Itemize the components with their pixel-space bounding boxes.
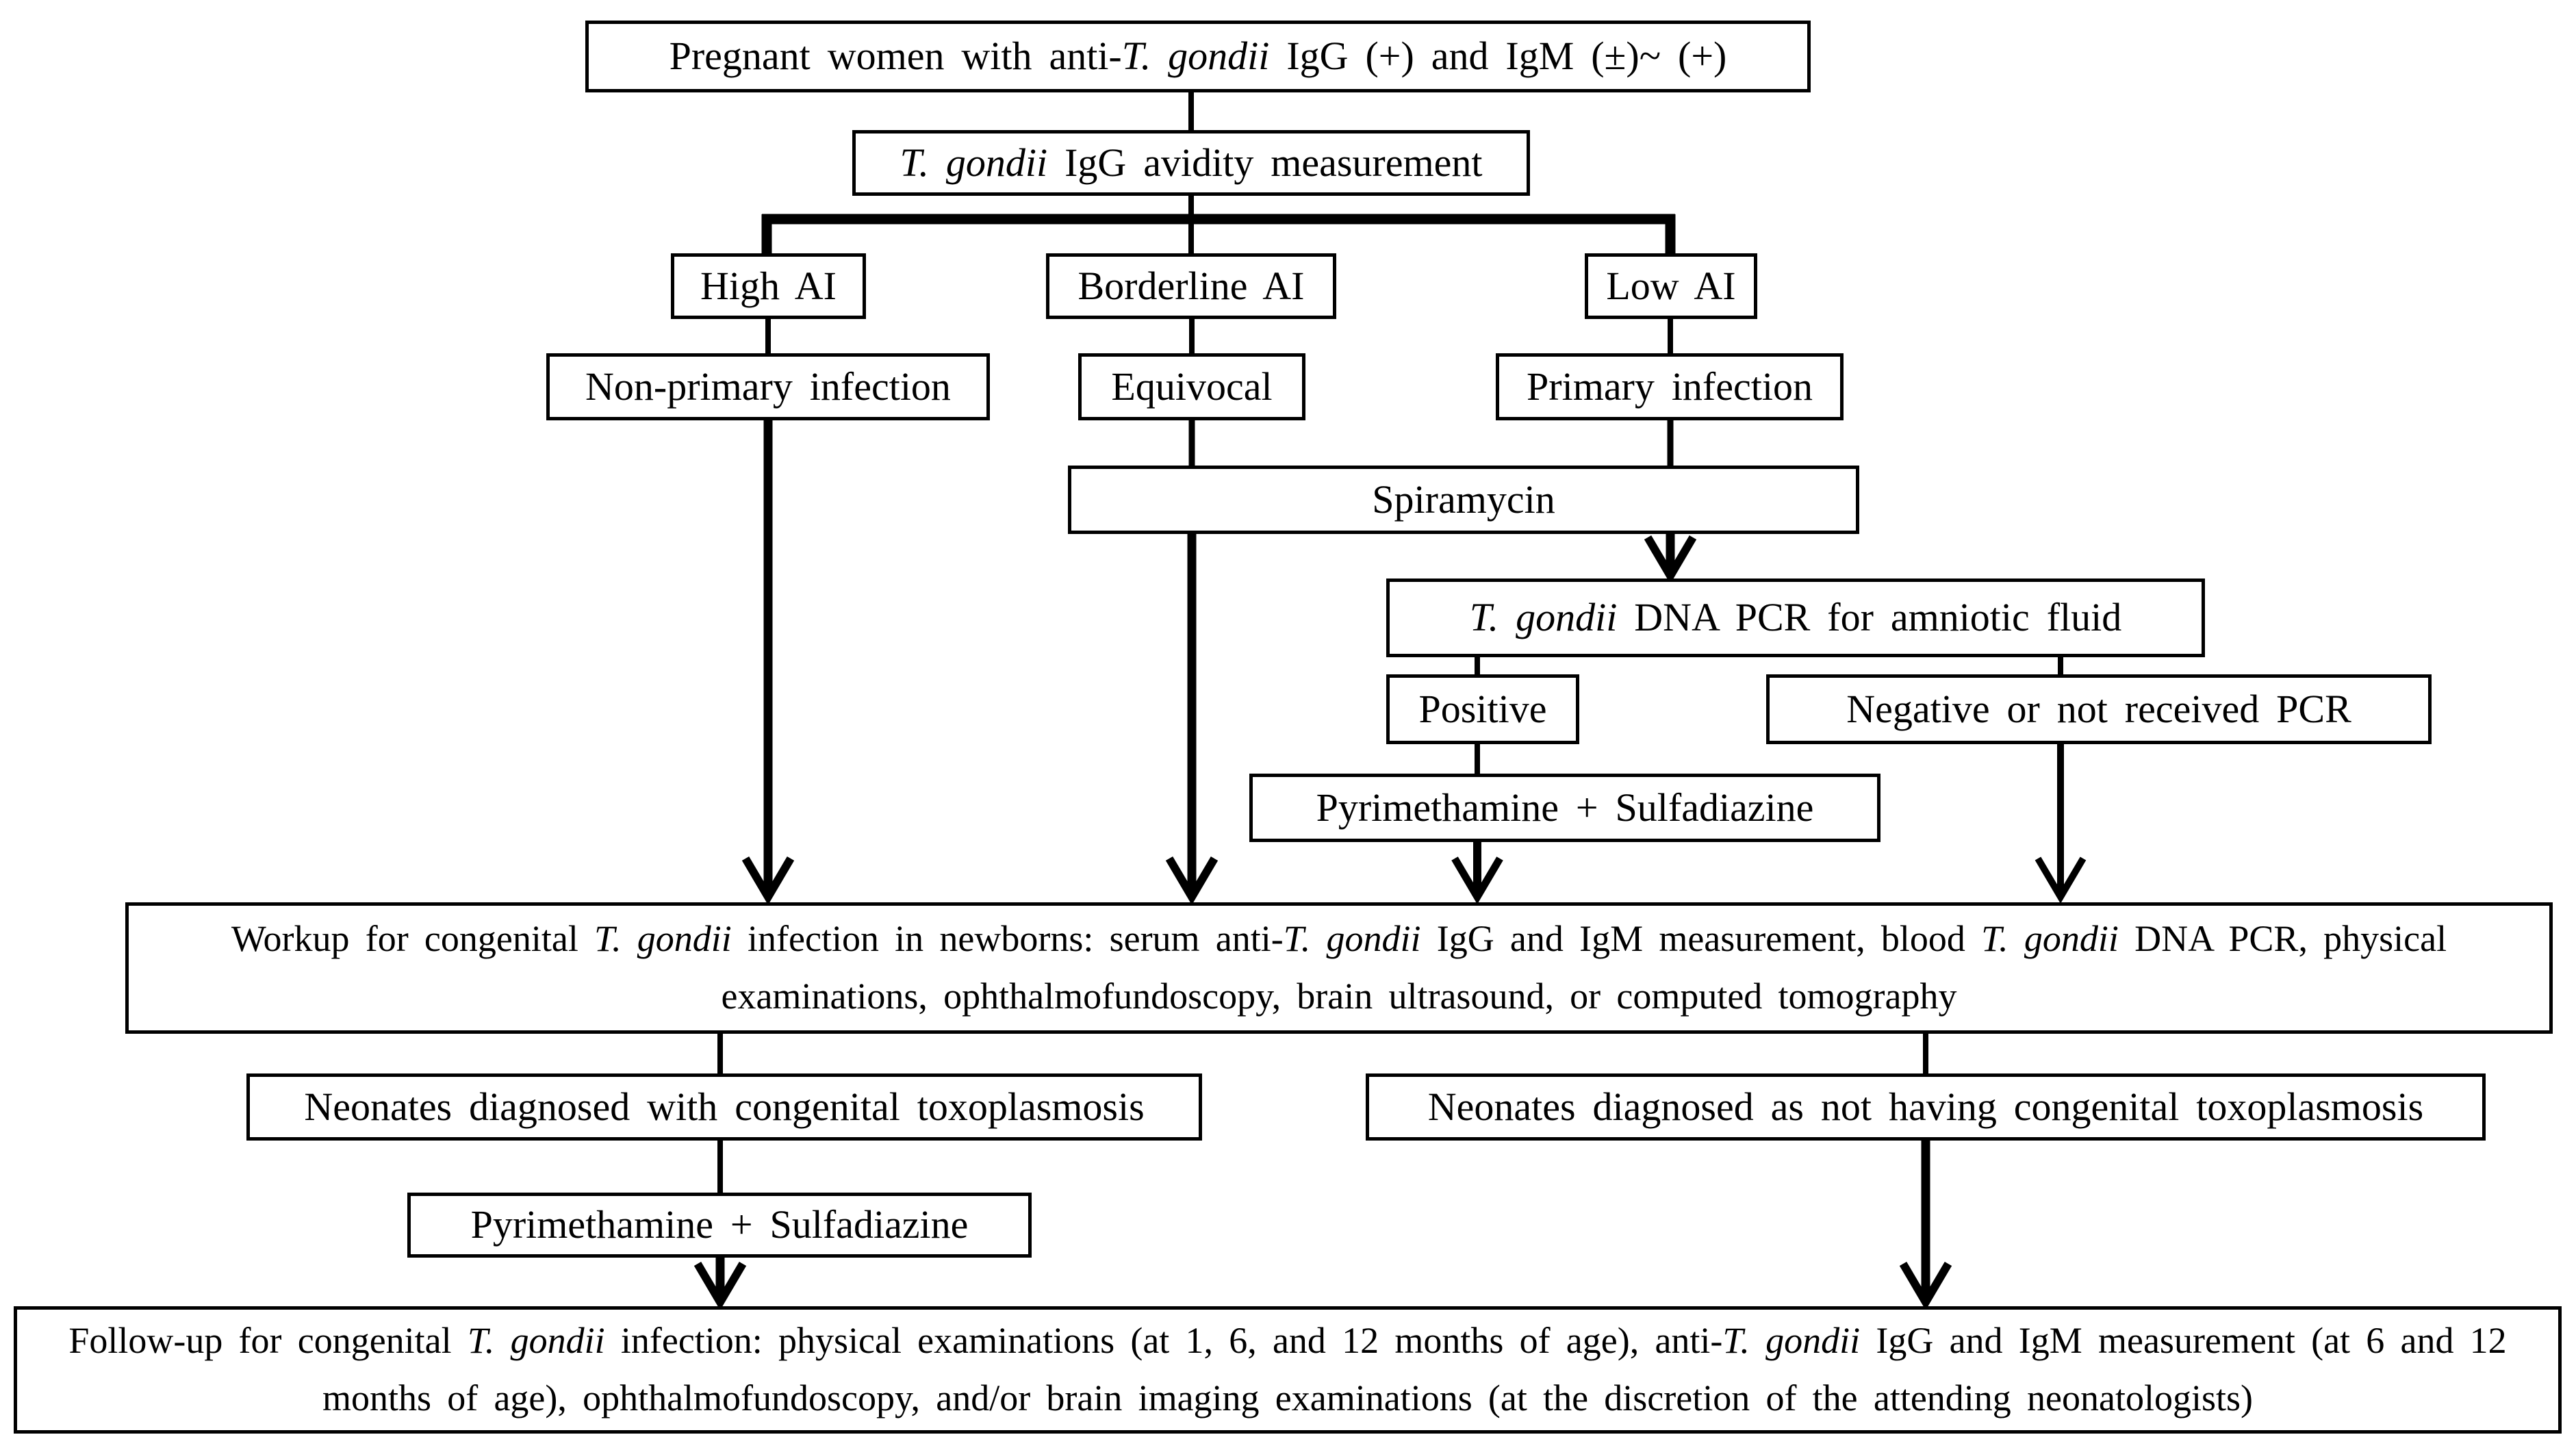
node-primary-infection: Primary infection (1496, 353, 1844, 420)
node-pyrimethamine-sulfadiazine-2: Pyrimethamine + Sulfadiazine (407, 1193, 1032, 1258)
node-neonates-without-toxoplasmosis: Neonates diagnosed as not having congeni… (1366, 1073, 2486, 1141)
node-non-primary-infection: Non-primary infection (546, 353, 990, 420)
node-spiramycin: Spiramycin (1068, 466, 1859, 534)
node-followup: Follow-up for congenital T. gondii infec… (14, 1306, 2562, 1434)
arrow-equivocal-to-workup (1165, 531, 1219, 905)
arrow-pyrimethamine2-to-followup (693, 1254, 747, 1310)
node-igg-avidity: T. gondii IgG avidity measurement (852, 130, 1530, 196)
node-pregnant-women: Pregnant women with anti-T. gondii IgG (… (585, 21, 1811, 92)
arrow-pyrimethamine-to-workup (1451, 839, 1503, 904)
node-low-ai: Low AI (1585, 253, 1757, 319)
node-borderline-ai: Borderline AI (1046, 253, 1336, 319)
node-pcr-negative: Negative or not received PCR (1766, 674, 2432, 744)
arrow-spiramycin-to-pcr (1644, 531, 1697, 584)
node-equivocal: Equivocal (1078, 353, 1305, 420)
arrow-nonprimary-to-workup (741, 418, 795, 905)
node-newborn-workup: Workup for congenital T. gondii infectio… (125, 902, 2553, 1034)
node-pyrimethamine-sulfadiazine-1: Pyrimethamine + Sulfadiazine (1249, 774, 1880, 842)
arrow-negative-to-workup (2035, 741, 2087, 904)
node-neonates-with-toxoplasmosis: Neonates diagnosed with congenital toxop… (246, 1073, 1202, 1141)
node-high-ai: High AI (671, 253, 866, 319)
arrow-neonates-right-to-followup (1899, 1138, 1952, 1310)
node-dna-pcr-amniotic: T. gondii DNA PCR for amniotic fluid (1386, 578, 2205, 657)
node-pcr-positive: Positive (1386, 674, 1579, 744)
